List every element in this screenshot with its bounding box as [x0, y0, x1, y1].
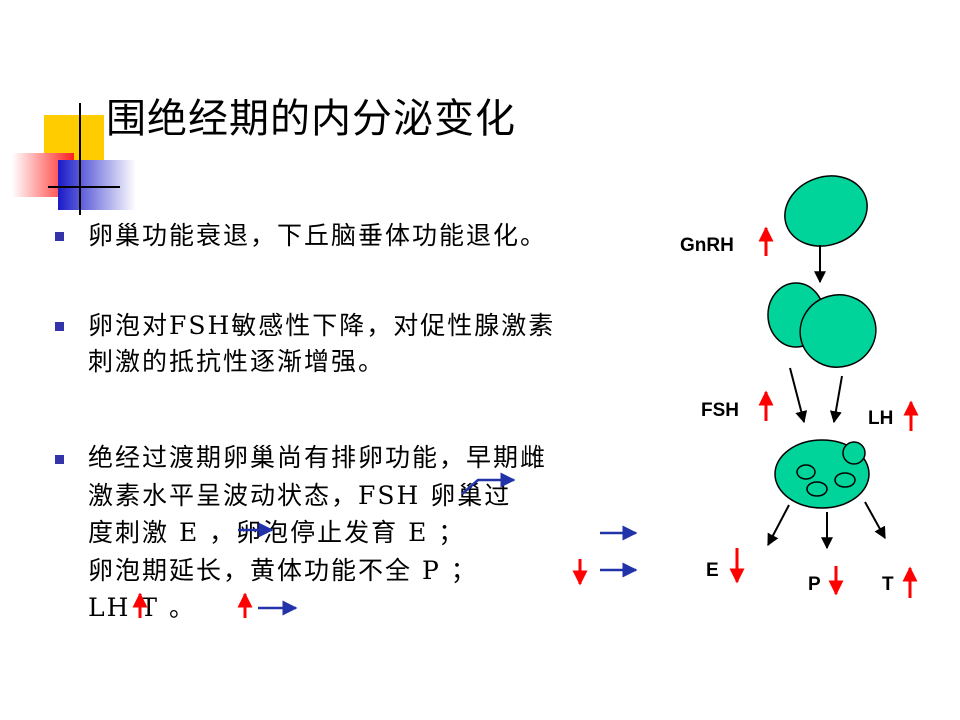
bullet-3-line-1: 绝经过渡期卵巢尚有排卵功能，早期雌 — [88, 443, 548, 472]
ovary-to-e-arrow — [767, 504, 790, 547]
pituitary-lobe-left — [767, 282, 825, 348]
bullet-3-line-3: 度刺激 E ，卵泡停止发育 E ； — [88, 518, 466, 547]
follicle-1 — [796, 464, 816, 480]
bullet-2-line-2: 刺激的抵抗性逐渐增强。 — [88, 347, 386, 376]
gnrh-label: GnRH — [680, 235, 734, 256]
bullet-3-line-2: 激素水平呈波动状态，FSH 卵巢过 — [88, 481, 512, 510]
ovary-to-t-arrow — [864, 501, 886, 540]
bullet-marker-3 — [55, 455, 64, 464]
fsh-to-ovary-arrow — [789, 367, 808, 424]
ovary-shape — [774, 439, 870, 509]
bullet-3-line-5: LH T 。 — [88, 593, 196, 622]
slide-title: 围绝经期的内分泌变化 — [106, 96, 516, 142]
pituitary-lobe-right — [799, 294, 877, 368]
bullet-3-line-4: 卵泡期延长，黄体功能不全 P ； — [88, 556, 478, 585]
bullet-2-line-1: 卵泡对FSH敏感性下降，对促性腺激素 — [88, 311, 556, 340]
e-label: E — [706, 560, 719, 581]
corner-decoration — [12, 103, 940, 215]
bullet-marker-1 — [55, 232, 64, 241]
follicle-3 — [834, 472, 856, 488]
deco-blue-block — [58, 160, 136, 210]
lh-to-ovary-arrow — [829, 375, 843, 424]
bullet-1-line-1: 卵巢功能衰退，下丘脑垂体功能退化。 — [88, 221, 548, 250]
lh-label: LH — [868, 408, 893, 429]
p-label: P — [808, 574, 821, 595]
t-label: T — [882, 574, 894, 595]
bullet-marker-2 — [55, 322, 64, 331]
follicle-large — [842, 441, 866, 465]
fsh-label: FSH — [701, 400, 739, 421]
follicle-2 — [806, 481, 828, 497]
